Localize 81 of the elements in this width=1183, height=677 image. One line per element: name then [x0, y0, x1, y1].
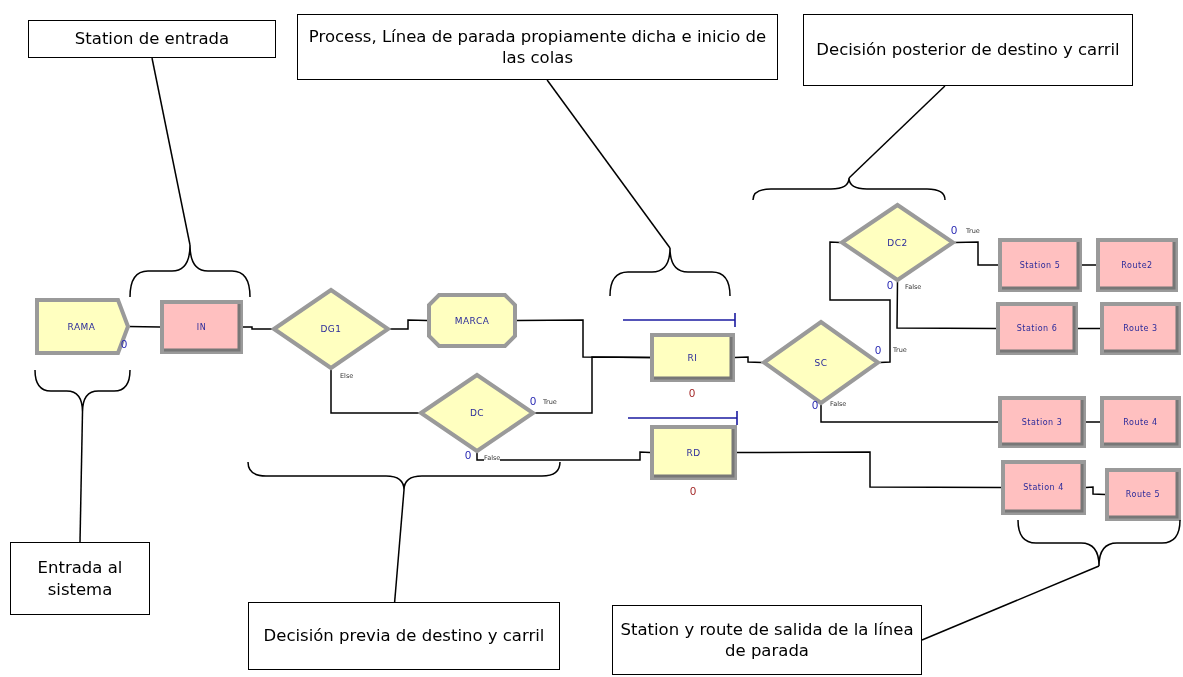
module-label: RAMA: [67, 321, 96, 332]
curly-brace: [610, 248, 730, 296]
module-label: Route 3: [1123, 324, 1158, 333]
callout-box: [297, 14, 778, 80]
decision-diamond: [419, 373, 535, 453]
callout-box: [248, 602, 560, 670]
station-module: [1100, 302, 1181, 355]
connector-line: [1081, 264, 1097, 266]
module-label: DC2: [887, 237, 908, 248]
callout-box: [612, 605, 922, 675]
connector-line: [896, 281, 997, 330]
counter-value: 0: [887, 280, 894, 291]
module-label: MARCA: [454, 315, 490, 326]
process-module: [650, 425, 737, 480]
callout-text: Decisión posterior de destino y carril: [816, 39, 1120, 61]
counter-value: 0: [689, 388, 696, 399]
callout-box: [10, 542, 150, 615]
station-module: [1096, 238, 1178, 292]
callout-text: Station y route de salida de la línea de parada: [619, 618, 915, 662]
module-label: Station 5: [1019, 260, 1061, 270]
counter-value: 0: [875, 345, 882, 356]
decision-diamond: [272, 288, 390, 370]
module-label: SC: [814, 357, 828, 368]
station-module: [1105, 468, 1181, 521]
callout-text: Station de entrada: [74, 28, 230, 50]
leader-line: [393, 489, 405, 603]
curly-brace: [130, 245, 250, 297]
station-module: [996, 302, 1078, 355]
callout-text: Process, Línea de parada propiamente dicha e inicio de las colas: [307, 25, 768, 69]
connector-line: [829, 241, 891, 364]
counter-value: 0: [530, 396, 537, 407]
counter-value: 0: [465, 450, 472, 461]
curly-brace: [35, 370, 130, 412]
connector-line: [736, 451, 1002, 489]
create-module: [35, 298, 128, 355]
leader-line: [921, 565, 1100, 641]
leader-line: [546, 79, 671, 249]
station-module: [1100, 396, 1181, 448]
counter-value: 0: [812, 400, 819, 411]
connector-line: [476, 451, 651, 461]
connector-line: [330, 369, 420, 414]
curly-brace: [753, 178, 945, 200]
station-module: [998, 238, 1082, 292]
leader-line: [151, 57, 191, 246]
module-label: RD: [686, 447, 701, 458]
leader-line: [848, 85, 946, 179]
process-module: [650, 333, 735, 382]
assign-module: [427, 293, 517, 348]
connector-line: [242, 326, 273, 330]
module-label: Station 4: [1023, 483, 1064, 492]
counter-value: 0: [690, 486, 697, 497]
curly-brace: [248, 462, 560, 490]
connector-line: [1085, 486, 1106, 496]
leader-line: [79, 411, 84, 543]
module-label: Route 4: [1123, 417, 1158, 427]
module-label: DG1: [320, 324, 342, 334]
counter-value: 0: [121, 339, 128, 350]
counter-value: 0: [951, 225, 958, 236]
callout-text: Entrada al sistema: [36, 557, 124, 600]
module-label: Station 3: [1021, 417, 1063, 427]
connector-line: [1077, 327, 1101, 330]
callout-box: [28, 20, 276, 58]
connector-line: [389, 319, 428, 330]
callout-box: [803, 14, 1133, 86]
module-label: Route 5: [1125, 490, 1161, 499]
module-label: IN: [196, 322, 207, 332]
decision-diamond: [840, 203, 955, 282]
connector-line: [734, 356, 763, 364]
station-module: [998, 396, 1086, 448]
module-label: Route2: [1121, 260, 1153, 270]
connector-line: [1085, 421, 1101, 423]
connector-line: [954, 241, 999, 266]
connector-line: [820, 404, 999, 423]
module-label: Station 6: [1016, 324, 1058, 333]
curly-brace: [1018, 520, 1180, 566]
module-label: RI: [687, 352, 698, 363]
connector-line: [534, 356, 651, 414]
station-module: [1001, 460, 1086, 515]
module-label: DC: [469, 408, 485, 418]
station-module: [160, 300, 243, 354]
callout-text: Decisión previa de destino y carril: [263, 625, 545, 647]
